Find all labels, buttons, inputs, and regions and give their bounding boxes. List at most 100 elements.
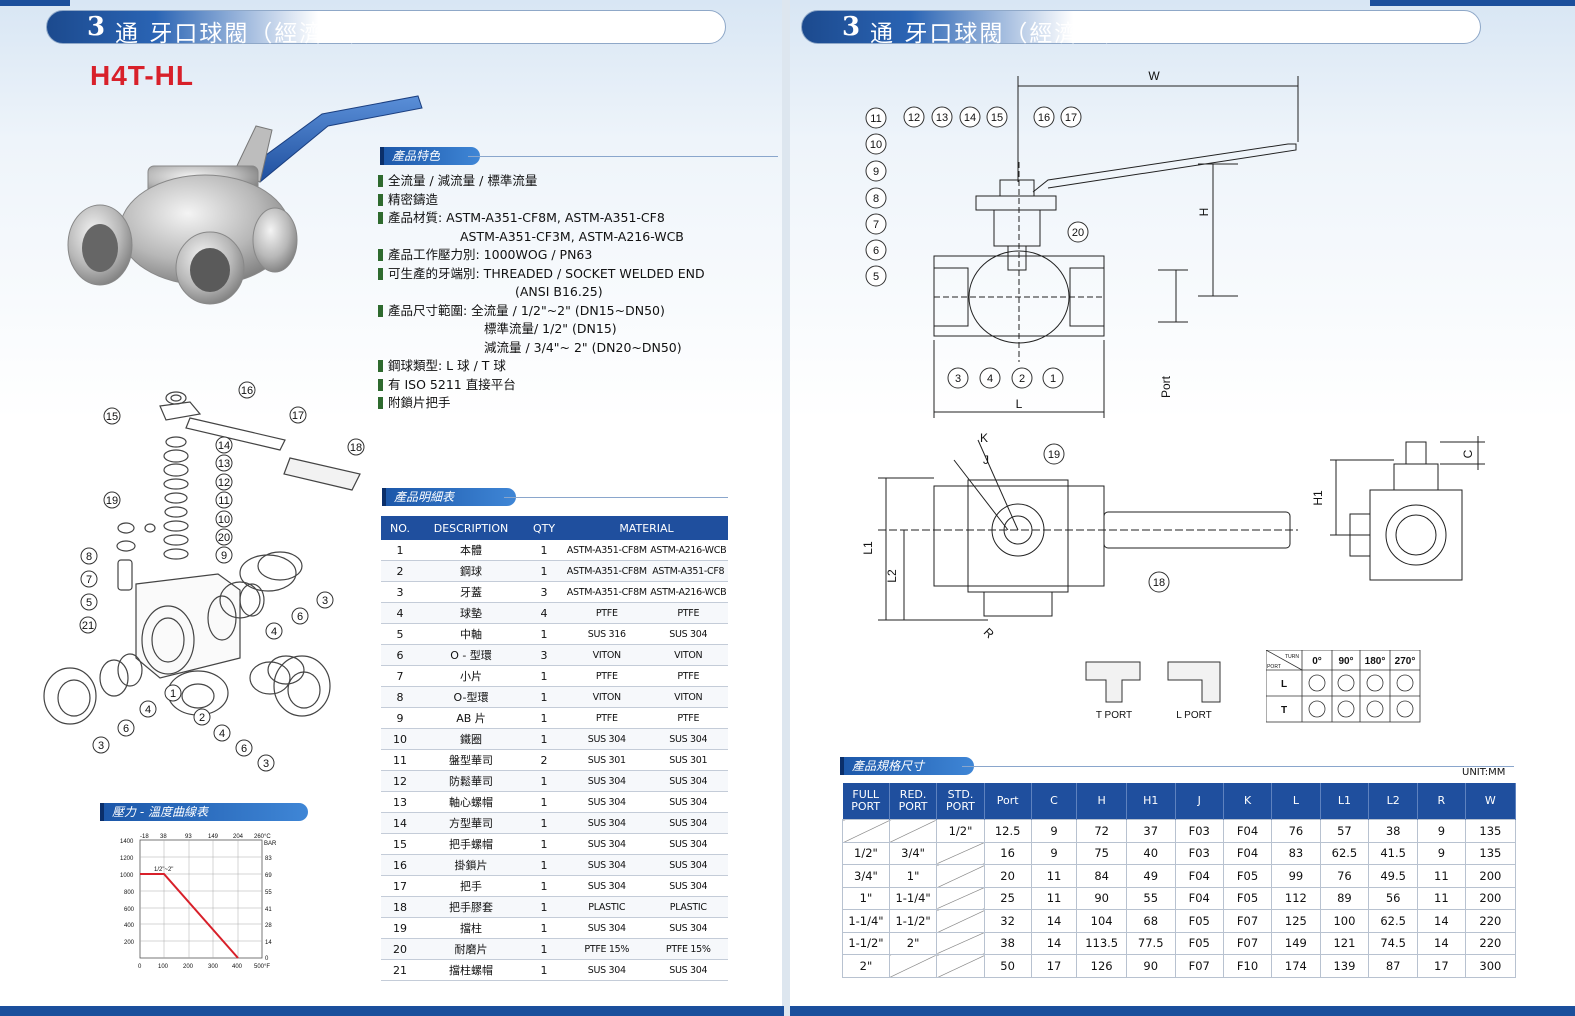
part-material-a: ASTM-A351-CF8M: [565, 540, 649, 561]
part-description: 球墊: [419, 602, 523, 624]
part-material-b: SUS 304: [648, 728, 728, 750]
pt-right-tick: BAR: [264, 841, 277, 847]
svg-text:3: 3: [98, 740, 104, 752]
dims-cell: F05: [1174, 931, 1224, 955]
part-no: 19: [381, 917, 419, 939]
part-description: O-型環: [419, 686, 523, 708]
dims-cell: 11: [1030, 864, 1078, 888]
dims-cell: 77.5: [1125, 931, 1176, 955]
part-qty: 1: [523, 917, 565, 939]
dims-cell: 12.5: [983, 819, 1032, 843]
part-no: 8: [381, 686, 419, 708]
pt-bottom-tick: 300: [208, 964, 219, 970]
feature-item: 全流量 / 減流量 / 標準流量: [378, 172, 778, 191]
part-qty: 1: [523, 875, 565, 897]
parts-divider: [504, 497, 728, 498]
dims-header-cell: C: [1031, 783, 1078, 820]
top-view-drawing: K J L1 L2 R 19 18: [861, 431, 1298, 640]
part-qty: 1: [523, 938, 565, 960]
dims-header-cell: W: [1465, 783, 1517, 820]
part-description: 牙蓋: [419, 581, 523, 603]
part-material-b: SUS 304: [648, 854, 728, 876]
part-qty: 1: [523, 770, 565, 792]
part-material-b: SUS 304: [648, 770, 728, 792]
pt-left-tick: 600: [124, 907, 135, 913]
dims-cell: 14: [1417, 931, 1466, 955]
svg-text:4: 4: [219, 728, 225, 740]
part-description: 防鬆華司: [419, 770, 523, 792]
dims-cell: F07: [1222, 909, 1273, 933]
dims-cell: [936, 886, 985, 910]
dims-cell: F04: [1174, 864, 1224, 888]
dims-cell: [888, 954, 938, 978]
dims-cell: 41.5: [1368, 841, 1419, 865]
dim-label-r: R: [981, 625, 997, 640]
part-no: 13: [381, 791, 419, 813]
feature-item: 精密鑄造: [378, 191, 778, 210]
dims-cell: 11: [1417, 886, 1466, 910]
part-no: 10: [381, 728, 419, 750]
bottom-bar-left: [0, 1006, 784, 1016]
part-qty: 4: [523, 602, 565, 624]
dims-cell: 1-1/4": [888, 886, 938, 910]
dims-cell: 125: [1271, 909, 1321, 933]
svg-text:2: 2: [1019, 373, 1025, 385]
svg-text:13: 13: [218, 458, 230, 470]
pt-left-tick: 400: [124, 923, 135, 929]
top-accent-bar-right: [1370, 0, 1575, 6]
part-material-a: SUS 304: [565, 875, 649, 897]
part-no: 1: [381, 540, 419, 561]
svg-text:1: 1: [1050, 373, 1056, 385]
dims-cell: 9: [1417, 841, 1466, 865]
dim-label-k: K: [980, 431, 988, 445]
dims-cell: 68: [1125, 909, 1176, 933]
pt-right-tick: 0: [265, 956, 269, 962]
dims-cell: 14: [1417, 909, 1466, 933]
dims-cell: 112: [1271, 886, 1321, 910]
dims-cell: [936, 864, 985, 888]
svg-text:7: 7: [873, 219, 879, 231]
dims-header-cell: STD. PORT: [936, 783, 985, 820]
svg-text:15: 15: [991, 112, 1003, 124]
svg-text:10: 10: [218, 514, 230, 526]
unit-label: UNIT:MM: [1462, 767, 1506, 778]
port-type-icons: T PORT L PORT: [1085, 661, 1221, 721]
dims-cell: 200: [1464, 864, 1517, 888]
dims-cell: 62.5: [1319, 841, 1370, 865]
svg-text:17: 17: [1065, 112, 1077, 124]
pt-top-tick: -18: [140, 834, 149, 840]
svg-text:11: 11: [218, 495, 229, 507]
dims-header-cell: L: [1271, 783, 1321, 820]
end-view-drawing: H1 C: [1311, 436, 1485, 581]
part-no: 15: [381, 833, 419, 855]
svg-text:6: 6: [297, 611, 303, 623]
dims-header-cell: Port: [984, 783, 1032, 820]
part-description: AB 片: [419, 707, 523, 729]
part-qty: 1: [523, 686, 565, 708]
dims-header-cell: L1: [1320, 783, 1370, 820]
svg-text:20: 20: [1072, 227, 1084, 239]
dims-cell: 90: [1125, 954, 1176, 978]
part-material-a: PLASTIC: [565, 896, 649, 918]
svg-text:19: 19: [106, 495, 118, 507]
svg-text:3: 3: [955, 373, 961, 385]
svg-text:4: 4: [271, 626, 277, 638]
part-description: 鐵圈: [419, 728, 523, 750]
part-material-a: ASTM-A351-CF8M: [565, 581, 649, 603]
part-description: 小片: [419, 665, 523, 687]
svg-text:3: 3: [322, 595, 328, 607]
part-material-b: VITON: [648, 686, 728, 708]
svg-text:2: 2: [199, 712, 205, 724]
